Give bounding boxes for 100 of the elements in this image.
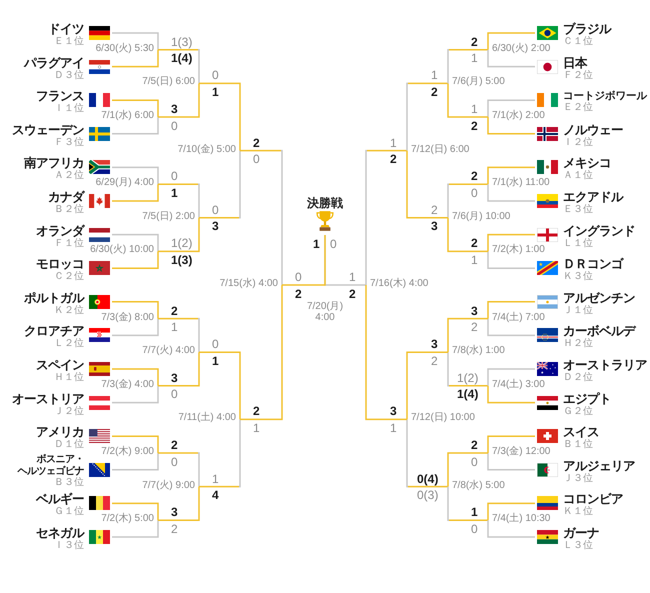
bracket-line [487, 301, 535, 319]
group-placing: Ｃ２位 [54, 271, 84, 284]
bracket-line [240, 150, 283, 285]
team-name: モロッコ [36, 257, 84, 272]
bracket-line [487, 251, 535, 269]
bracket-line [112, 301, 159, 319]
bracket-line [487, 32, 535, 50]
score: 2 [252, 405, 261, 418]
score: 4 [211, 489, 220, 502]
match-date: 7/2(木) 9:00 [101, 446, 156, 458]
bracket-line [447, 183, 488, 218]
group-placing: Ｅ１位 [54, 36, 84, 48]
match-date: 7/7(火) 4:00 [142, 345, 198, 358]
score: 3 [170, 372, 179, 384]
team-name: メキシコ [563, 156, 611, 170]
match-date: 7/11(土) 4:00 [178, 412, 238, 424]
score: 0 [294, 271, 303, 283]
score: 3 [389, 405, 398, 418]
bracket-line [112, 234, 159, 252]
score: 0 [252, 153, 261, 166]
group-placing: Ｆ１位 [54, 238, 84, 250]
bracket-line [158, 218, 200, 252]
bracket-line [487, 99, 535, 117]
team-name: カナダ [48, 190, 84, 204]
team-name: 日本 [563, 56, 587, 70]
score: 3 [430, 220, 439, 232]
bracket-line [199, 351, 241, 420]
score: 1 [170, 321, 179, 334]
score: 1(3) [170, 254, 194, 266]
bracket-line [112, 251, 159, 269]
bracket-line [112, 453, 159, 471]
bracket-line [447, 486, 488, 521]
bracket-line [112, 32, 159, 50]
score: 0 [170, 388, 179, 400]
match-date: 7/8(水) 1:00 [450, 345, 505, 358]
bracket-line [158, 486, 200, 521]
group-placing: Ｉ１位 [54, 103, 84, 116]
score: 2 [294, 288, 303, 300]
bracket-line [112, 386, 159, 404]
match-date: 7/1(水) 2:00 [490, 110, 545, 122]
bracket-line [487, 386, 535, 404]
team-name: スペイン [36, 358, 84, 372]
bracket-line [158, 352, 200, 387]
bracket-line [447, 452, 488, 487]
bracket-line [487, 318, 535, 336]
group-placing: Ｂ３位 [54, 477, 84, 490]
match-date: 7/6(月) 10:00 [450, 210, 510, 223]
bracket-line [487, 50, 535, 68]
bracket-line [487, 502, 535, 520]
score: 0(3) [416, 489, 440, 502]
score: 1 [252, 422, 261, 434]
bracket-line [158, 49, 200, 84]
bracket-line [365, 150, 407, 285]
bracket-line [406, 82, 448, 151]
score: 3 [211, 220, 220, 232]
bracket-line [406, 351, 448, 420]
team-name: エクアドル [563, 190, 623, 204]
bracket-line [447, 83, 488, 118]
match-date: 7/4(土) 10:30 [490, 513, 550, 526]
bracket-line [487, 117, 535, 135]
match-date: 7/10(金) 5:00 [178, 144, 238, 156]
group-placing: Ｌ１位 [563, 238, 593, 250]
match-date: 7/4(土) 7:00 [490, 312, 545, 324]
bracket-line [112, 318, 159, 336]
group-placing: Ｉ２位 [563, 136, 593, 149]
score: 2 [470, 237, 479, 250]
match-date: 7/8(水) 5:00 [450, 480, 505, 492]
bracket-line [112, 50, 159, 68]
match-date: 7/1(水) 11:00 [490, 177, 550, 190]
match-date: 7/16(木) 4:00 [368, 278, 428, 290]
match-date: 6/30(火) 2:00 [490, 42, 550, 55]
group-placing: Ｌ２位 [54, 338, 84, 350]
group-placing: Ｅ３位 [563, 204, 593, 216]
score: 2 [252, 136, 261, 149]
bracket-line [487, 520, 535, 538]
bracket-line [112, 184, 159, 202]
score: 1 [470, 506, 479, 518]
bracket-line [447, 218, 488, 252]
score: 2 [430, 86, 439, 98]
score: 3 [430, 338, 439, 350]
score: 2 [470, 36, 479, 48]
bracket-line [199, 419, 241, 488]
team-name: ポルトガル [24, 290, 84, 305]
team-name: オーストリア [12, 392, 84, 406]
group-placing: Ａ１位 [563, 170, 593, 182]
bracket-line [447, 49, 488, 84]
match-date: 7/12(日) 10:00 [408, 412, 475, 424]
score: 1 [312, 238, 321, 250]
match-date: 7/7(火) 9:00 [142, 480, 198, 492]
team-name: ベルギー [36, 492, 84, 506]
score: 1 [389, 136, 398, 149]
group-placing: Ｄ２位 [563, 372, 593, 384]
bracket-line [487, 166, 535, 184]
group-placing: Ｅ２位 [563, 102, 593, 114]
team-name: カーボベルデ [563, 324, 635, 338]
team-name: アメリカ [36, 425, 84, 440]
match-date: 7/6(月) 5:00 [450, 76, 505, 88]
group-placing: Ｂ１位 [563, 439, 593, 452]
group-placing: Ｇ１位 [54, 506, 84, 518]
bracket-line [487, 184, 535, 202]
